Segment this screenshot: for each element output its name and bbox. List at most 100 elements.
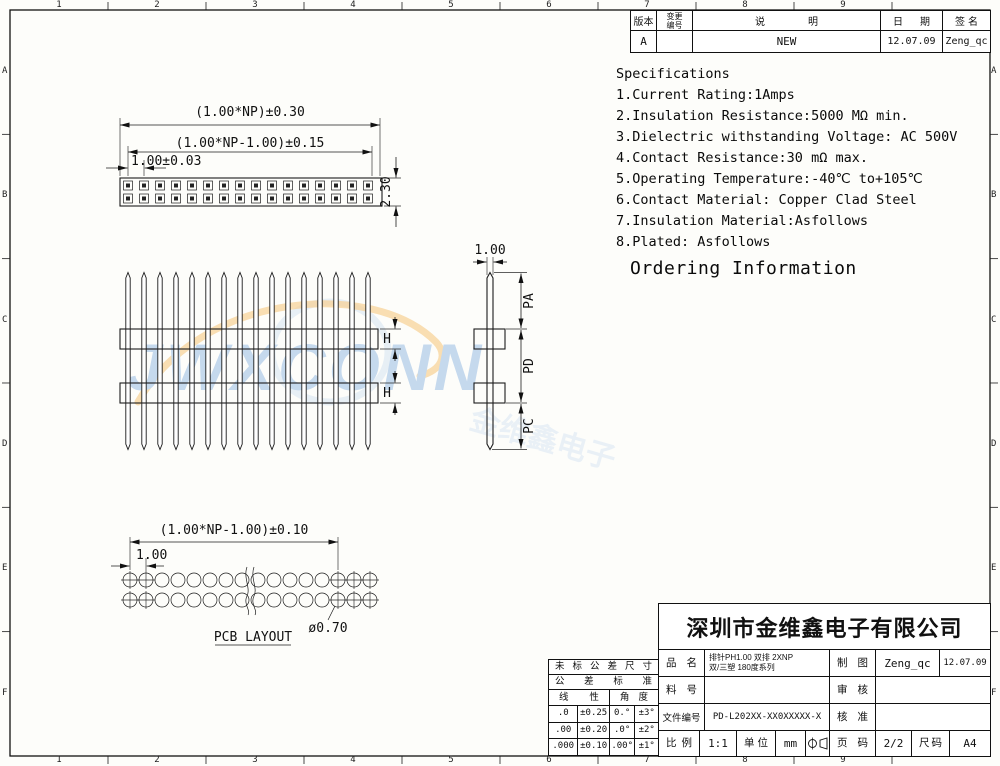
revision-header-row: 版本 变更 编号 说明 日期 签名 xyxy=(630,10,991,31)
spec-item-6: 6.Contact Material: Copper Clad Steel xyxy=(616,192,917,208)
pcb-pitch-dim: 1.00 xyxy=(136,548,167,563)
tol-linear-digits: .0 xyxy=(549,706,579,722)
scale-label: 比例 xyxy=(659,731,700,756)
pcb-layout-caption: PCB LAYOUT xyxy=(214,630,292,645)
insulator-upper xyxy=(119,328,379,350)
spec-item-2: 2.Insulation Resistance:5000 MΩ min. xyxy=(616,108,909,124)
pcb-holes xyxy=(121,571,379,609)
rev-col-change-no: 变更 编号 xyxy=(656,10,693,31)
revision-row: A NEW 12.07.09 Zeng_qc xyxy=(630,30,991,53)
spec-item-5: 5.Operating Temperature:-40℃ to+105℃ xyxy=(616,171,923,187)
rev-col-version: 版本 xyxy=(630,10,657,31)
company-name: 深圳市金维鑫电子有限公司 xyxy=(659,604,990,650)
title-row-part: 料号 审核 xyxy=(659,677,990,704)
rev-col-date: 日期 xyxy=(880,10,943,31)
drawn-by-label: 制图 xyxy=(830,650,876,676)
top-view-drawing: (1.00*NP)±0.30 (1.00*NP-1.00)±0.15 1.00±… xyxy=(106,105,401,227)
title-row-product: 品名 排针PH1.00 双排 2XNP 双/三塑 180度系列 制图 Zeng_… xyxy=(659,650,990,677)
tolerance-standard-title: 公差标准 xyxy=(549,675,658,690)
title-row-file: 文件编号 PD-L202XX-XX0XXXXX-X 核准 xyxy=(659,704,990,731)
product-name-value: 排针PH1.00 双排 2XNP 双/三塑 180度系列 xyxy=(705,650,830,676)
approved-by-label: 核准 xyxy=(830,704,876,730)
projection-symbol-icon xyxy=(806,731,830,756)
file-number-label: 文件编号 xyxy=(659,704,705,730)
spec-item-1: 1.Current Rating:1Amps xyxy=(616,87,795,103)
page-label: 页码 xyxy=(830,731,876,756)
tol-angle-digits: .0° xyxy=(610,722,636,739)
tol-linear-value: ±0.10 xyxy=(578,739,610,756)
checked-by-label: 审核 xyxy=(830,677,876,703)
specifications: Specifications 1.Current Rating:1Amps 2.… xyxy=(616,64,990,279)
top-view-pitch-dim: 1.00±0.03 xyxy=(131,154,201,169)
spec-item-8: 8.Plated: Asfollows xyxy=(616,234,771,250)
ordering-information-title: Ordering Information xyxy=(630,258,857,279)
tol-angle-value: ±2° xyxy=(638,724,655,735)
approved-by-value xyxy=(876,704,990,730)
watermark: JWXCONN 金维鑫电子 xyxy=(126,298,620,476)
product-name-line1: 排针PH1.00 双排 2XNP xyxy=(709,653,794,662)
pa-dim-label: PA xyxy=(522,293,537,309)
file-number-value: PD-L202XX-XX0XXXXX-X xyxy=(705,704,830,730)
checked-by-value xyxy=(876,677,990,703)
drawn-date: 12.07.09 xyxy=(943,658,987,668)
side-view-pins xyxy=(125,271,371,451)
linear-column-header: 线性 xyxy=(549,690,610,705)
rev-change-no-value xyxy=(656,30,693,53)
angle-column-header: 角度 xyxy=(619,692,648,703)
top-view-overall-dim: (1.00*NP)±0.30 xyxy=(195,105,305,120)
part-number-label: 料号 xyxy=(659,677,705,703)
tol-linear-value: ±0.20 xyxy=(578,722,610,739)
break-line xyxy=(245,566,250,616)
rev-description-value: NEW xyxy=(692,30,881,53)
specifications-title: Specifications xyxy=(616,66,730,82)
pc-dim-label: PC xyxy=(522,418,537,434)
title-row-scale: 比例 1:1 单位 mm 页码 2/2 尺码 A4 xyxy=(659,731,990,756)
single-pin-insulator-lower xyxy=(473,382,506,404)
spec-item-7: 7.Insulation Material:Asfollows xyxy=(616,213,868,229)
part-number-value xyxy=(705,677,830,703)
drawn-by-value: Zeng_qc xyxy=(876,650,940,676)
top-view-height-dim: 2.30 xyxy=(379,176,394,207)
tolerance-column-headers: 线性 角度 xyxy=(549,690,658,706)
upper-insulator-height-dim: H xyxy=(383,332,391,347)
tol-linear-digits: .00 xyxy=(549,722,579,739)
size-value: A4 xyxy=(963,737,977,750)
spec-item-4: 4.Contact Resistance:30 mΩ max. xyxy=(616,150,868,166)
break-line xyxy=(252,566,257,616)
product-name-line2: 双/三塑 180度系列 xyxy=(709,663,775,672)
spec-item-3: 3.Dielectric withstanding Voltage: AC 50… xyxy=(616,129,958,145)
tol-angle-digits: 0.° xyxy=(610,706,636,722)
unit-value: mm xyxy=(776,731,806,756)
insulator-lower xyxy=(119,382,379,404)
single-pin-profile xyxy=(486,271,494,451)
scale-value: 1:1 xyxy=(700,731,737,756)
pd-dim-label: PD xyxy=(522,358,537,374)
rev-sign-value: Zeng_qc xyxy=(942,30,991,53)
size-label: 尺码 xyxy=(912,731,950,756)
top-view-inner-dim: (1.00*NP-1.00)±0.15 xyxy=(176,136,325,151)
unit-label: 单位 xyxy=(737,731,776,756)
top-view-pins xyxy=(123,180,373,204)
tolerance-title: 未标公差尺寸 xyxy=(549,660,658,675)
single-pin-insulator-upper xyxy=(473,328,506,350)
title-block: 深圳市金维鑫电子有限公司 品名 排针PH1.00 双排 2XNP 双/三塑 18… xyxy=(658,603,991,757)
watermark-text-cn: 金维鑫电子 xyxy=(465,402,620,476)
header-body-top-view xyxy=(119,177,383,207)
hole-diameter-dim: ø0.70 xyxy=(308,621,347,636)
tol-linear-value: ±0.25 xyxy=(578,706,610,722)
tolerance-row-2: .00 ±0.20 .0° ±2° xyxy=(549,722,658,740)
rev-col-sign: 签名 xyxy=(942,10,991,31)
tolerance-table: 未标公差尺寸 公差标准 线性 角度 .0 ±0.25 0.° ±3° .00 ±… xyxy=(548,659,659,756)
tolerance-row-1: .0 ±0.25 0.° ±3° xyxy=(549,706,658,723)
rev-date-value: 12.07.09 xyxy=(880,30,943,53)
tol-angle-digits: .00° xyxy=(610,739,636,756)
revision-table: 版本 变更 编号 说明 日期 签名 A NEW 12.07.09 Zeng_qc xyxy=(630,10,991,53)
pcb-span-dim: (1.00*NP-1.00)±0.10 xyxy=(160,523,309,538)
tol-linear-digits: .000 xyxy=(549,739,579,756)
rev-version-value: A xyxy=(630,30,657,53)
side-view-drawing: H H 1.00 PA PD PC xyxy=(119,243,537,451)
rev-col-description: 说明 xyxy=(692,10,881,31)
